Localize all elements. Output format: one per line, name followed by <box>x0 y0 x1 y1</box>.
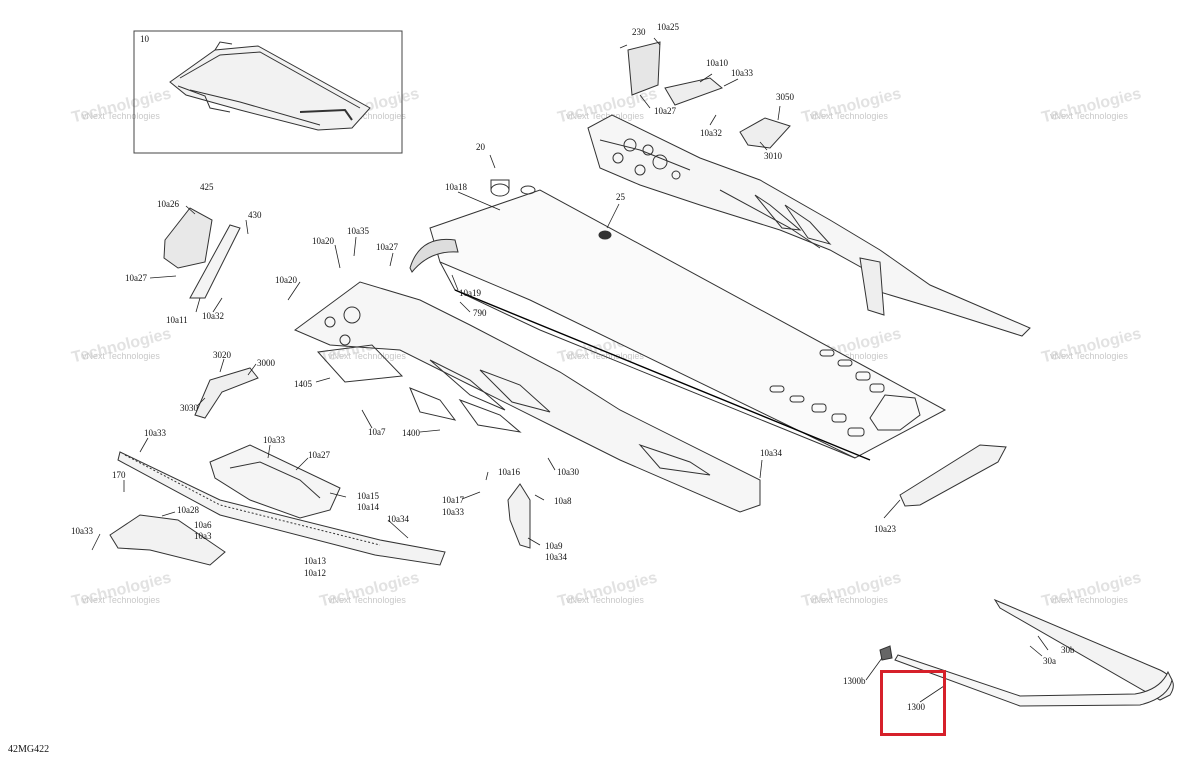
watermark: vNext Technologies <box>810 595 888 605</box>
running-board-1300 <box>879 598 1174 707</box>
part-label: 170 <box>112 470 126 480</box>
part-label: 25 <box>616 192 625 202</box>
part-label: 10 <box>140 34 149 44</box>
part-label: 10a34 <box>760 448 782 458</box>
part-label: 10a34 <box>387 514 409 524</box>
watermark: vNext Technologies <box>810 351 888 361</box>
part-label: 10a27 <box>654 106 676 116</box>
reinforcement-10a27 <box>209 444 341 519</box>
part-label: 1400 <box>402 428 420 438</box>
part-label: 10a8 <box>554 496 572 506</box>
part-label: 10a9 <box>545 541 563 551</box>
part-label: 10a34 <box>545 552 567 562</box>
part-label: 425 <box>200 182 214 192</box>
part-label: 3020 <box>213 350 231 360</box>
part-label: 10a17 <box>442 495 464 505</box>
part-label: 790 <box>473 308 487 318</box>
part-label: 10a10 <box>706 58 728 68</box>
small-hardware <box>627 41 791 149</box>
part-label: 1300 <box>907 702 925 712</box>
part-label: 20 <box>476 142 485 152</box>
part-label: 10a23 <box>874 524 896 534</box>
part-label: 10a33 <box>731 68 753 78</box>
part-label: 10a3 <box>194 531 212 541</box>
bracket-10a8 <box>507 483 531 549</box>
tunnel-plate <box>409 179 947 461</box>
leader-lines <box>91 37 1049 703</box>
bracket-10a3 <box>109 514 226 566</box>
part-label: 10a32 <box>700 128 722 138</box>
part-label: 1300b <box>843 676 866 686</box>
part-label: 10a7 <box>368 427 386 437</box>
part-label: 10a33 <box>71 526 93 536</box>
part-label: 30a <box>1043 656 1056 666</box>
part-label: 10a20 <box>275 275 297 285</box>
part-label: 230 <box>632 27 646 37</box>
watermark: vNext Technologies <box>328 595 406 605</box>
vent-holes <box>769 349 921 437</box>
watermark: vNext Technologies <box>1050 595 1128 605</box>
part-label: 30b <box>1061 645 1075 655</box>
part-label: 10a30 <box>557 467 579 477</box>
part-label: 10a35 <box>347 226 369 236</box>
part-label: 10a33 <box>263 435 285 445</box>
part-label: 10a27 <box>125 273 147 283</box>
part-label: 430 <box>248 210 262 220</box>
part-label: 10a33 <box>144 428 166 438</box>
part-label: 10a28 <box>177 505 199 515</box>
part-label: 10a27 <box>376 242 398 252</box>
part-label: 10a13 <box>304 556 326 566</box>
part-label: 10a12 <box>304 568 326 578</box>
part-label: 10a25 <box>657 22 679 32</box>
watermark: vNext Technologies <box>566 595 644 605</box>
part-10-assembly <box>169 41 371 131</box>
right-side-panel <box>587 114 1031 337</box>
watermark: vNext Technologies <box>1050 351 1128 361</box>
bracket-10a23 <box>899 444 1007 507</box>
part-label: 10a33 <box>442 507 464 517</box>
watermark: vNext Technologies <box>82 111 160 121</box>
bracket-3000 <box>194 367 259 419</box>
watermark: vNext Technologies <box>82 351 160 361</box>
part-label: 10a26 <box>157 199 179 209</box>
watermark: vNext Technologies <box>1050 111 1128 121</box>
part-label: 10a14 <box>357 502 379 512</box>
watermark: vNext Technologies <box>810 111 888 121</box>
part-label: 10a6 <box>194 520 212 530</box>
part-label: 3050 <box>776 92 794 102</box>
watermark: vNext Technologies <box>82 595 160 605</box>
part-label: 3010 <box>764 151 782 161</box>
inset-frame <box>133 30 403 154</box>
part-label: 10a32 <box>202 311 224 321</box>
part-label: 3030 <box>180 403 198 413</box>
part-label: 10a16 <box>498 467 520 477</box>
part-label: 10a15 <box>357 491 379 501</box>
part-label: 10a27 <box>308 450 330 460</box>
watermark: vNext Technologies <box>328 111 406 121</box>
part-label: 10a19 <box>459 288 481 298</box>
part-label: 10a18 <box>445 182 467 192</box>
part-label: 3000 <box>257 358 275 368</box>
part-label: 10a11 <box>166 315 188 325</box>
watermark: vNext Technologies <box>566 111 644 121</box>
part-label: 1405 <box>294 379 312 389</box>
rear-left-bracket <box>163 207 241 299</box>
watermark: vNext Technologies <box>328 351 406 361</box>
left-rail-strip <box>117 451 446 566</box>
highlight-box[interactable] <box>880 670 946 736</box>
diagram-code: 42MG422 <box>8 744 50 755</box>
part-label: 10a20 <box>312 236 334 246</box>
left-side-panel <box>294 281 761 513</box>
